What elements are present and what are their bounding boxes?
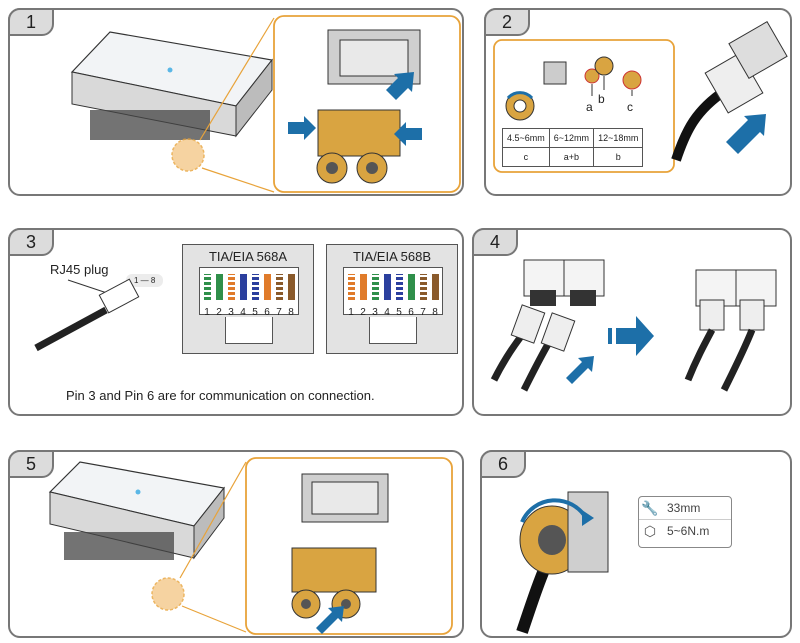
step-4-panel: 4 <box>472 228 792 416</box>
diameter-cell: 4.5~6mm <box>502 128 550 148</box>
insert-arrow <box>566 356 594 384</box>
pin-number: 3 <box>372 307 378 318</box>
step-4-number: 4 <box>472 228 518 256</box>
part-label-c: c <box>627 100 633 114</box>
step-1-panel: 1 <box>8 8 464 196</box>
arrow-left <box>288 116 316 140</box>
step-2-number: 2 <box>484 8 530 36</box>
rj45-plug-graphic <box>34 278 140 352</box>
seal-cell: c <box>502 147 550 167</box>
wrench-icon: 🔧 <box>641 499 659 516</box>
step-1-number: 1 <box>8 8 54 36</box>
step-4-illustration <box>490 259 777 392</box>
pin-number: 5 <box>396 307 402 318</box>
step-6-number: 6 <box>480 450 526 478</box>
plug-pin-marker: 1 — 8 <box>126 274 164 287</box>
pin-number: 6 <box>264 307 270 318</box>
insert-arrow <box>726 114 766 154</box>
pin-colors-568b <box>343 267 443 315</box>
step-1-illustration <box>70 15 461 193</box>
inverter-graphic <box>48 461 226 560</box>
step-2-illustration <box>493 20 788 173</box>
torque-spec-row: ⬡ 5~6N.m <box>639 519 731 542</box>
pin-number: 5 <box>252 307 258 318</box>
torque-value: 5~6N.m <box>667 524 710 538</box>
diameter-cell: 12~18mm <box>593 128 644 148</box>
part-label-b: b <box>598 92 605 106</box>
hex-nut-icon: ⬡ <box>643 522 657 539</box>
step-6-panel: 6 🔧 33mm ⬡ 5~6N.m <box>480 450 792 638</box>
pin-number: 1 <box>348 307 354 318</box>
pin-number: 4 <box>240 307 246 318</box>
next-step-arrow <box>616 316 654 356</box>
pin-number: 7 <box>276 307 282 318</box>
pin-number: 8 <box>288 307 294 318</box>
pin-number: 7 <box>420 307 426 318</box>
arrow-right <box>394 122 422 146</box>
socket-outline <box>369 317 417 344</box>
insert-arrow <box>316 606 344 634</box>
pin-number: 1 <box>204 307 210 318</box>
standard-568a: TIA/EIA 568A 1 2 3 4 5 6 7 8 <box>182 244 314 354</box>
wrench-size: 33mm <box>667 501 701 515</box>
pin-number: 3 <box>228 307 234 318</box>
pin-colors-568a <box>199 267 299 315</box>
highlight-circle <box>171 138 205 172</box>
standard-568a-title: TIA/EIA 568A <box>208 249 288 264</box>
pin-number: 2 <box>216 307 222 318</box>
step-2-panel: 2 a b c 4.5~6mm 6~12mm 12~18mm c a+b b <box>484 8 792 196</box>
cable-diameter-table: 4.5~6mm 6~12mm 12~18mm c a+b b <box>502 128 644 167</box>
seal-cell: b <box>593 147 644 167</box>
diameter-cell: 6~12mm <box>548 128 595 148</box>
standard-568b: TIA/EIA 568B 1 2 3 4 5 6 7 8 <box>326 244 458 354</box>
rj45-plug-label: RJ45 plug <box>50 262 109 277</box>
part-label-a: a <box>586 100 593 114</box>
highlight-circle <box>151 577 185 611</box>
arrow-down <box>386 72 414 100</box>
step-3-number: 3 <box>8 228 54 256</box>
seal-cell: a+b <box>548 147 595 167</box>
pin-number: 6 <box>408 307 414 318</box>
wrench-spec-row: 🔧 33mm <box>639 497 731 519</box>
pin-number: 2 <box>360 307 366 318</box>
step-5-number: 5 <box>8 450 54 478</box>
step-5-illustration <box>48 457 453 635</box>
step-3-panel: 3 RJ45 plug 1 — 8 TIA/EIA 568A 1 2 3 4 5… <box>8 228 464 416</box>
rotate-arrow <box>520 498 588 523</box>
standard-568b-title: TIA/EIA 568B <box>352 249 432 264</box>
step-6-illustration <box>516 491 609 634</box>
pin-number: 8 <box>432 307 438 318</box>
socket-outline <box>225 317 273 344</box>
tool-spec-box: 🔧 33mm ⬡ 5~6N.m <box>638 496 732 548</box>
step-5-panel: 5 <box>8 450 464 638</box>
pin-number: 4 <box>384 307 390 318</box>
communication-note: Pin 3 and Pin 6 are for communication on… <box>66 388 375 403</box>
inverter-graphic <box>70 31 274 140</box>
